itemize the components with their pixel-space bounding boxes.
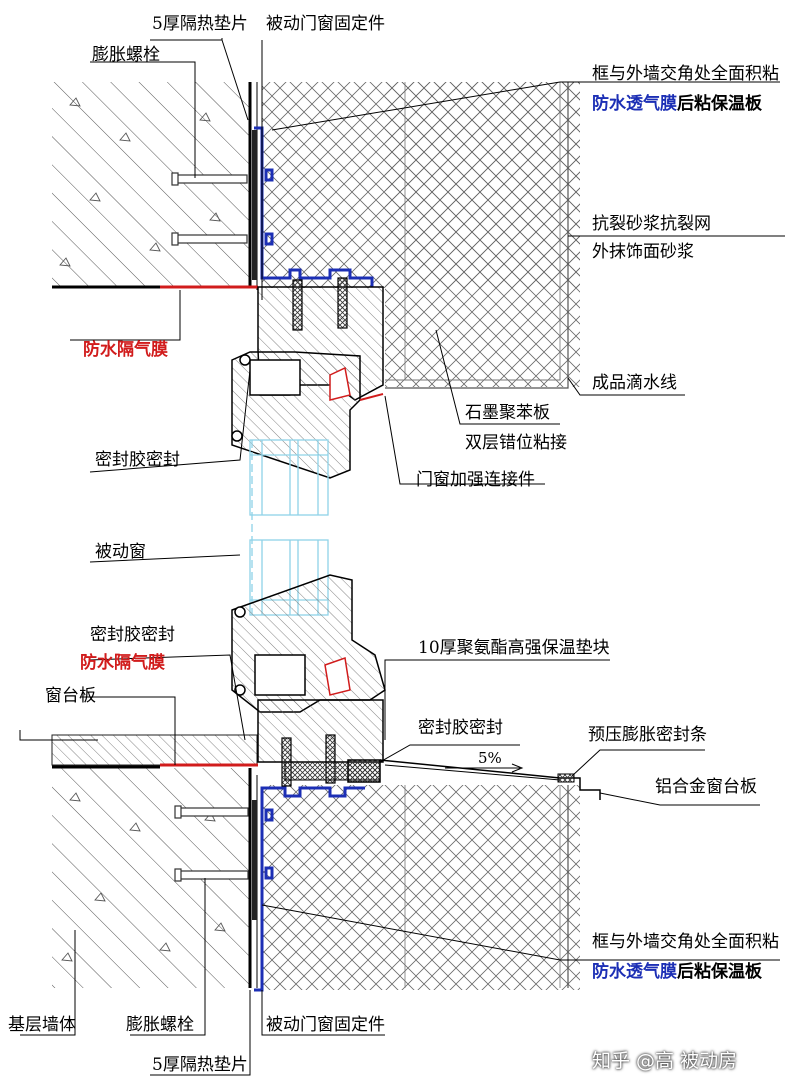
label-bottom-bolt: 膨胀螺栓 xyxy=(126,1015,194,1035)
label-bottom-vapor: 防水隔气膜 xyxy=(80,653,165,673)
compress-seal-strip xyxy=(347,759,381,783)
frame-screws-top xyxy=(292,277,348,331)
label-top-bolt: 膨胀螺栓 xyxy=(92,45,160,65)
label-drip: 成品滴水线 xyxy=(592,373,677,393)
eps-insulation-bottom xyxy=(262,785,580,990)
label-compress-strip: 预压膨胀密封条 xyxy=(588,725,707,745)
label-alu-sill: 铝合金窗台板 xyxy=(655,777,757,797)
label-bottom-pad: 5厚隔热垫片 xyxy=(152,1055,248,1075)
label-mesh-line1: 抗裂砂浆抗裂网 xyxy=(592,214,711,234)
label-bottom-sealant: 密封胶密封 xyxy=(90,625,175,645)
window-frame-bottom xyxy=(231,574,386,763)
aluminum-sill xyxy=(379,759,601,800)
expansion-bolts xyxy=(171,172,249,882)
label-bottom-membrane: 防水透气膜 xyxy=(592,962,677,982)
label-bottom-corner-line2: 防水透气膜后粘保温板 xyxy=(592,962,762,982)
label-eps-line2: 双层错位粘接 xyxy=(465,433,567,453)
label-eps-line1: 石墨聚苯板 xyxy=(465,403,550,423)
window-frame-top xyxy=(231,286,384,479)
label-top-corner-line1: 框与外墙交角处全面积粘 xyxy=(592,64,779,84)
thermal-pad-top xyxy=(252,130,257,280)
thermal-pad-bottom xyxy=(252,800,257,920)
label-top-corner-line2: 防水透气膜后粘保温板 xyxy=(592,94,762,114)
eps-insulation-top xyxy=(262,82,580,389)
label-top-pad: 5厚隔热垫片 xyxy=(152,14,248,34)
label-top-corner-rest: 后粘保温板 xyxy=(677,94,762,114)
label-right-sealant: 密封胶密封 xyxy=(418,718,503,738)
label-pu-block: 10厚聚氨酯高强保温垫块 xyxy=(418,638,610,658)
label-mesh-line2: 外抹饰面砂浆 xyxy=(592,242,694,262)
label-bottom-corner-line1: 框与外墙交角处全面积粘 xyxy=(592,932,779,952)
label-base-wall: 基层墙体 xyxy=(8,1015,76,1035)
label-slope: 5% xyxy=(478,749,502,767)
label-bottom-corner-rest: 后粘保温板 xyxy=(677,962,762,982)
fixing-bracket-bottom xyxy=(254,786,365,992)
label-passive-window: 被动窗 xyxy=(95,542,146,562)
watermark: 知乎 @高 被动房 xyxy=(592,1050,738,1072)
label-top-vapor: 防水隔气膜 xyxy=(83,340,168,360)
label-top-fixing: 被动门窗固定件 xyxy=(266,14,385,34)
leader-lines xyxy=(19,38,785,1076)
label-sill-board: 窗台板 xyxy=(45,686,96,706)
label-bottom-fixing: 被动门窗固定件 xyxy=(266,1015,385,1035)
label-top-membrane: 防水透气膜 xyxy=(592,94,677,114)
label-top-sealant: 密封胶密封 xyxy=(95,450,180,470)
label-connector: 门窗加强连接件 xyxy=(416,470,535,490)
base-wall-top xyxy=(52,82,249,287)
